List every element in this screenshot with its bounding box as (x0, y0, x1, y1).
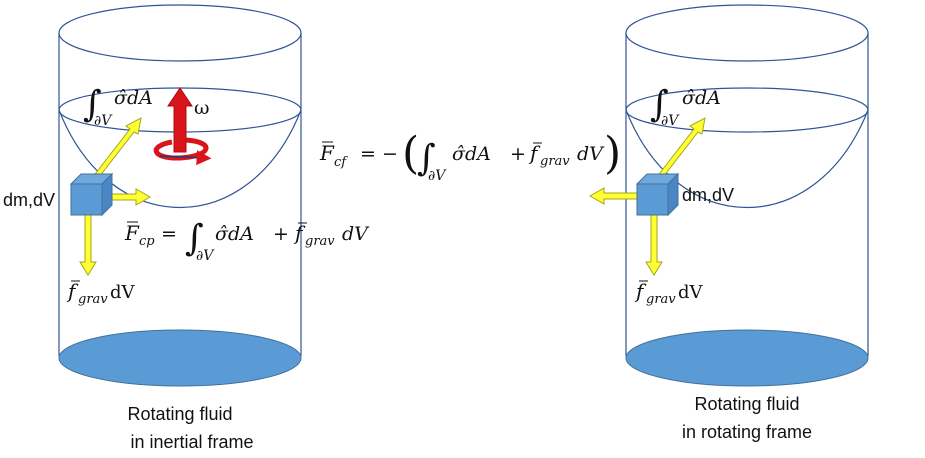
rotation-axis-arrow (153, 87, 212, 166)
left-sigma-arrow (91, 117, 142, 182)
eq-cp-lhs-sub: cp (139, 234, 155, 249)
right-caption-line1: Rotating fluid (694, 394, 799, 414)
eq-cf-lhs: F (319, 141, 335, 165)
axis-up-arrow (167, 87, 193, 153)
eq-cp-integral-sub: ∂V (196, 248, 215, 264)
right-force-arrows (588, 117, 706, 276)
left-gravity-arrow (79, 213, 97, 276)
centripetal-equation: F cp = ∫ ∂V σ̂dA + f grav dV (124, 218, 370, 264)
left-paraboloid-surface (58, 109, 302, 208)
right-paraboloid-surface (625, 109, 869, 208)
eq-cf-equals: = − (360, 143, 398, 165)
right-sigma-integral: ∫ ∂V σ̂dA (650, 84, 721, 129)
left-cylinder-top-rim (58, 4, 302, 62)
eq-cf-open-paren: ( (402, 128, 419, 179)
eq-cp-sigma-term: σ̂dA (215, 223, 254, 245)
left-sigma-term: σ̂dA (114, 87, 153, 109)
right-gravity-label: f grav dV (634, 279, 704, 307)
eq-cf-lhs-sub: cf (334, 155, 348, 170)
left-caption-line2: in inertial frame (130, 432, 253, 452)
eq-cf-integral: ∫ (417, 138, 436, 179)
centrifugal-equation: F cf = − ( ∫ ∂V σ̂dA + f grav dV ) (319, 128, 621, 184)
left-caption-line1: Rotating fluid (127, 404, 232, 424)
eq-cf-integral-sub: ∂V (428, 168, 447, 184)
left-sigma-integral: ∫ ∂V σ̂dA (83, 84, 153, 129)
eq-cp-lhs: F (124, 221, 140, 245)
eq-cf-grav-sub: grav (540, 154, 570, 169)
right-cylinder (625, 4, 869, 387)
right-grav-sub: grav (646, 292, 676, 307)
right-element-label: dm,dV (682, 185, 734, 205)
eq-cf-grav-suffix: dV (577, 143, 605, 165)
left-gravity-label: f grav dV (66, 279, 136, 307)
right-cylinder-top-rim (625, 4, 869, 62)
right-centrifugal-arrow (588, 187, 639, 205)
rotation-swirl (153, 137, 209, 161)
eq-cf-plus: + (510, 143, 526, 165)
left-grav-sub: grav (78, 292, 108, 307)
eq-cp-integral: ∫ (185, 218, 204, 259)
right-fluid-element-cube (635, 172, 680, 217)
left-integral-sign: ∫ (83, 84, 102, 125)
right-grav-suffix: dV (678, 282, 704, 303)
eq-cp-grav-sub: grav (305, 234, 335, 249)
left-force-arrows (79, 117, 152, 276)
left-centripetal-arrow (107, 188, 152, 206)
right-sigma-term: σ̂dA (682, 87, 721, 109)
left-grav-suffix: dV (110, 282, 136, 303)
eq-cp-equals: = (161, 223, 177, 245)
right-sigma-arrow (655, 117, 706, 182)
left-integral-sub: ∂V (94, 113, 113, 129)
right-caption-line2: in rotating frame (682, 422, 812, 442)
eq-cp-grav-suffix: dV (342, 223, 370, 245)
left-element-label: dm,dV (3, 190, 55, 210)
right-integral-sign: ∫ (650, 84, 669, 125)
left-fluid-element-cube (69, 172, 114, 217)
eq-cf-sigma-term: σ̂dA (452, 143, 491, 165)
right-integral-sub: ∂V (661, 113, 680, 129)
rotation-swirl-tail (159, 150, 212, 166)
right-gravity-arrow (645, 213, 663, 276)
omega-label: ω (194, 97, 210, 119)
eq-cf-close-paren: ) (604, 128, 621, 179)
eq-cp-plus: + (273, 223, 289, 245)
left-cylinder-base (58, 329, 302, 387)
right-cylinder-base (625, 329, 869, 387)
